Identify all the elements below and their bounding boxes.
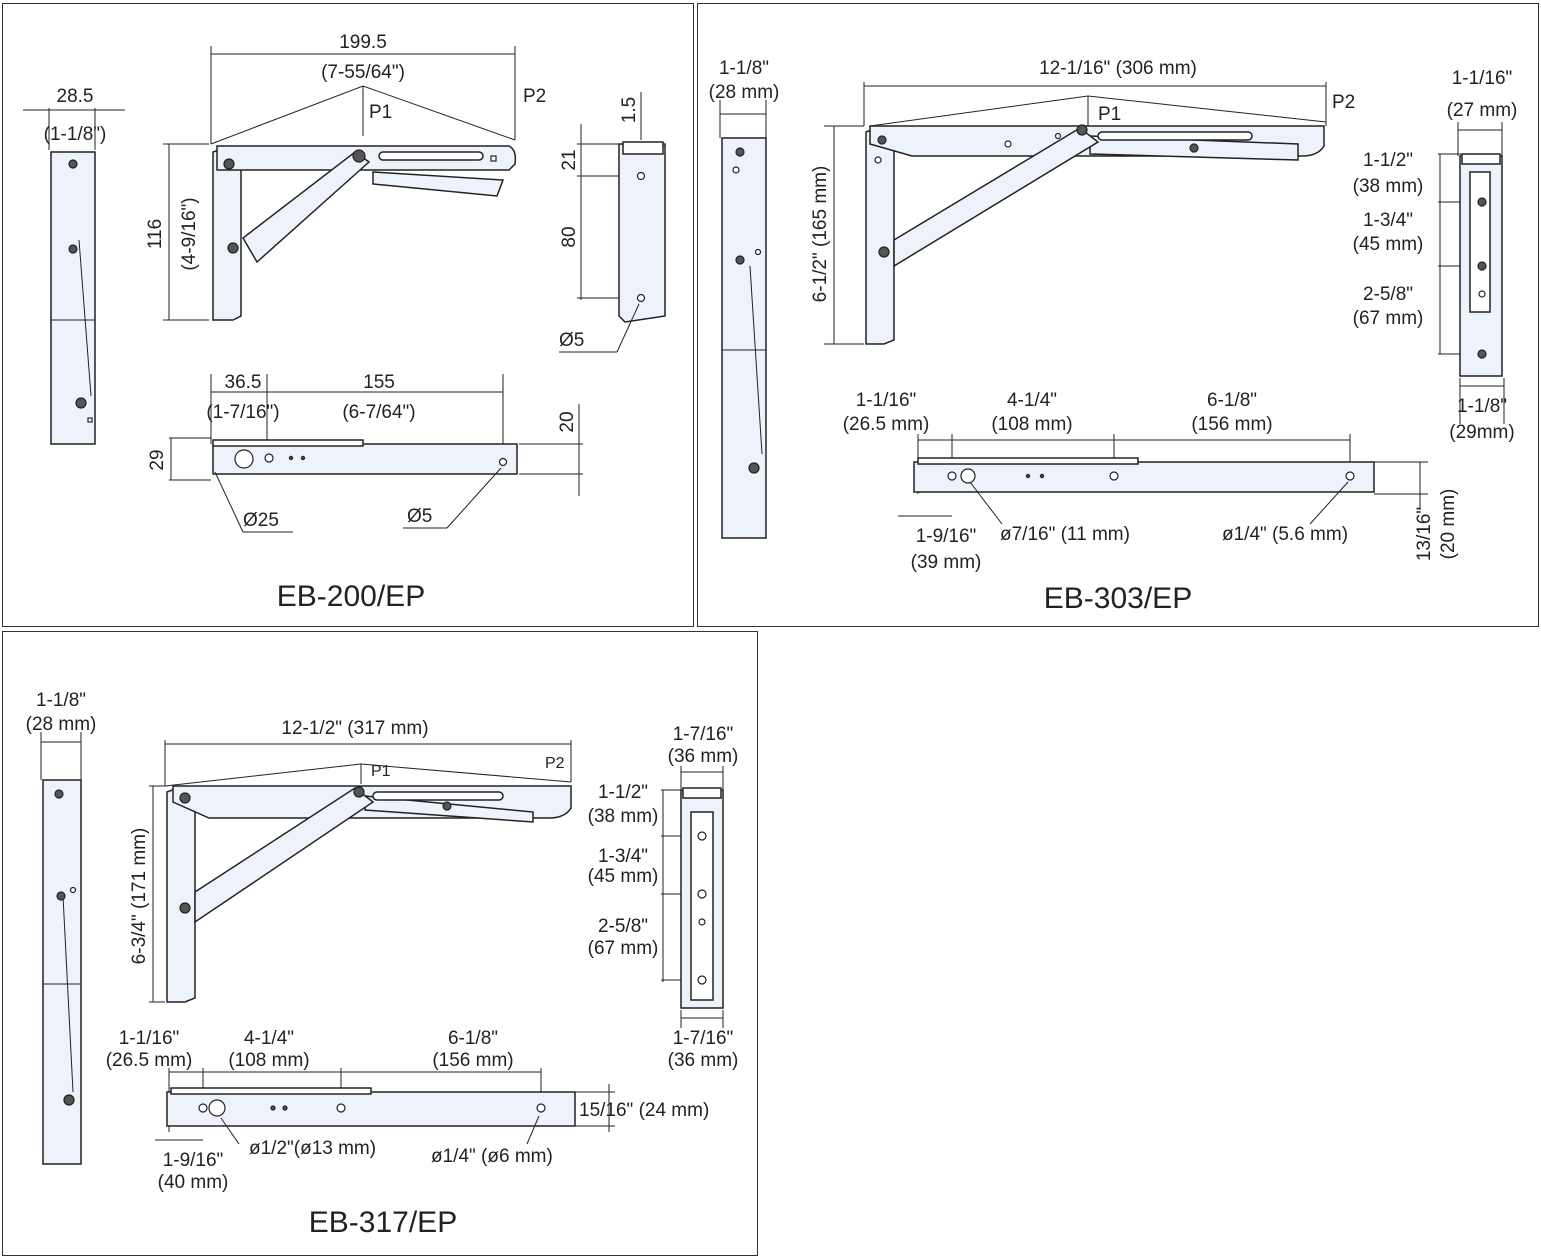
eb303-end-width-mm: (27 mm) — [1447, 100, 1518, 121]
eb303-hole-small: ø1/4" (5.6 mm) — [1222, 524, 1348, 545]
eb317-b2-mm: (108 mm) — [228, 1050, 309, 1071]
eb200-bottom-view: 36.5 (1-7/16") 155 (6-7/64") 29 20 Ø25 Ø… — [147, 372, 583, 533]
eb317-end-b-mm: (45 mm) — [588, 866, 659, 887]
eb317-thick: 15/16" (24 mm) — [579, 1100, 709, 1121]
eb317-hole-big: ø1/2"(ø13 mm) — [249, 1138, 376, 1159]
eb200-hole-5: Ø5 — [407, 506, 432, 527]
eb317-b4: 1-9/16" — [163, 1150, 224, 1171]
eb200-end-view: 1.5 21 80 Ø5 — [559, 92, 666, 353]
eb303-bottom-view: 1-1/16" (26.5 mm) 4-1/4" (108 mm) 6-1/8"… — [843, 390, 1459, 573]
eb317-end-a-mm: (38 mm) — [588, 806, 659, 827]
eb303-hole-big: ø7/16" (11 mm) — [1000, 524, 1130, 545]
eb303-b4: 1-9/16" — [916, 526, 977, 547]
eb200-end-top: 1.5 — [619, 97, 640, 123]
eb317-end-bottom-mm: (36 mm) — [668, 1050, 739, 1071]
eb200-height: 116 — [145, 219, 166, 249]
eb200-side-width: 28.5 — [57, 86, 94, 107]
eb303-end-c: 2-5/8" — [1363, 284, 1413, 305]
eb303-b4-mm: (39 mm) — [911, 552, 982, 573]
eb303-front-view: 12-1/16" (306 mm) P1 P2 6-1/2" (165 mm) — [810, 58, 1355, 345]
eb200-b155-in: (6-7/64") — [342, 402, 415, 423]
eb303-end-view: 1-1/16" (27 mm) 1-1/2" (38 mm) 1-3/4" (4… — [1353, 68, 1518, 443]
eb303-p2: P2 — [1332, 92, 1355, 113]
eb317-p1: P1 — [371, 763, 391, 780]
eb303-end-a-mm: (38 mm) — [1353, 176, 1424, 197]
eb303-b2: 4-1/4" — [1007, 390, 1057, 411]
eb200-side-width-in: (1-1/8") — [44, 124, 107, 145]
eb200-length-in: (7-55/64") — [321, 62, 405, 83]
eb200-end-hole: Ø5 — [559, 330, 584, 351]
eb317-b1: 1-1/16" — [119, 1028, 180, 1049]
eb317-b3: 6-1/8" — [448, 1028, 498, 1049]
eb303-end-bottom: 1-1/8" — [1457, 396, 1507, 417]
eb303-end-width: 1-1/16" — [1452, 68, 1513, 89]
eb200-p2: P2 — [523, 86, 546, 107]
eb200-b365-in: (1-7/16") — [206, 402, 279, 423]
eb303-end-c-mm: (67 mm) — [1353, 308, 1424, 329]
eb317-drawing: 1-1/8" (28 mm) 12-1/2" (317 mm) P1 P2 6-… — [26, 690, 739, 1239]
panel-eb200: 28.5 (1-1/8") 199.5 (7-55/64") P1 P2 116… — [2, 3, 694, 627]
eb303-end-bottom-mm: (29mm) — [1449, 422, 1514, 443]
eb303-b3-mm: (156 mm) — [1191, 414, 1272, 435]
eb303-thick-mm: (20 mm) — [1438, 489, 1459, 560]
eb317-side-width: 1-1/8" — [36, 690, 86, 711]
panel-eb303: 1-1/8" (28 mm) 12-1/16" (306 mm) P1 P2 6… — [697, 3, 1539, 627]
eb200-b20: 20 — [557, 411, 578, 432]
eb317-length: 12-1/2" (317 mm) — [281, 718, 428, 739]
eb303-drawing: 1-1/8" (28 mm) 12-1/16" (306 mm) P1 P2 6… — [709, 58, 1518, 615]
eb303-end-a: 1-1/2" — [1363, 150, 1413, 171]
eb317-p2: P2 — [545, 755, 565, 772]
eb303-side-view: 1-1/8" (28 mm) — [709, 58, 780, 539]
eb317-b2: 4-1/4" — [244, 1028, 294, 1049]
eb303-p1: P1 — [1098, 104, 1121, 125]
eb317-end-c-mm: (67 mm) — [588, 938, 659, 959]
eb303-side-width-mm: (28 mm) — [709, 82, 780, 103]
eb200-drawing: 28.5 (1-1/8") 199.5 (7-55/64") P1 P2 116… — [23, 32, 666, 613]
eb200-b29: 29 — [147, 449, 168, 470]
eb303-end-b-mm: (45 mm) — [1353, 234, 1424, 255]
eb317-hole-small: ø1/4" (ø6 mm) — [431, 1146, 553, 1167]
eb317-side-view: 1-1/8" (28 mm) — [26, 690, 97, 1165]
eb200-b155: 155 — [363, 372, 395, 393]
eb200-end-80: 80 — [559, 226, 580, 247]
eb303-thick: 13/16" — [1414, 507, 1435, 561]
eb317-end-width: 1-7/16" — [673, 724, 734, 745]
eb317-end-a: 1-1/2" — [598, 782, 648, 803]
eb200-front-view: 199.5 (7-55/64") P1 P2 116 (4-9/16") — [145, 32, 546, 321]
eb317-end-b: 1-3/4" — [598, 846, 648, 867]
eb317-b3-mm: (156 mm) — [432, 1050, 513, 1071]
eb303-height: 6-1/2" (165 mm) — [810, 166, 831, 303]
eb200-height-in: (4-9/16") — [179, 197, 200, 270]
eb317-b1-mm: (26.5 mm) — [106, 1050, 193, 1071]
eb303-b1-mm: (26.5 mm) — [843, 414, 930, 435]
eb317-front-view: 12-1/2" (317 mm) P1 P2 6-3/4" (171 mm) — [129, 718, 572, 1003]
eb200-title: EB-200/EP — [277, 580, 425, 613]
eb317-end-c: 2-5/8" — [598, 916, 648, 937]
eb317-end-view: 1-7/16" (36 mm) 1-1/2" (38 mm) 1-3/4" (4… — [588, 724, 739, 1071]
eb303-length: 12-1/16" (306 mm) — [1039, 58, 1197, 79]
eb317-title: EB-317/EP — [309, 1206, 457, 1239]
eb303-b1: 1-1/16" — [856, 390, 917, 411]
eb317-b4-mm: (40 mm) — [158, 1172, 229, 1193]
eb303-b2-mm: (108 mm) — [991, 414, 1072, 435]
eb317-end-width-mm: (36 mm) — [668, 746, 739, 767]
eb317-end-bottom: 1-7/16" — [673, 1028, 734, 1049]
eb317-height: 6-3/4" (171 mm) — [129, 828, 150, 965]
eb200-side-view: 28.5 (1-1/8") — [23, 86, 125, 445]
eb303-end-b: 1-3/4" — [1363, 210, 1413, 231]
eb303-title: EB-303/EP — [1044, 582, 1192, 615]
eb200-hole-25: Ø25 — [243, 510, 279, 531]
panel-eb317: 1-1/8" (28 mm) 12-1/2" (317 mm) P1 P2 6-… — [2, 631, 758, 1256]
eb317-side-width-mm: (28 mm) — [26, 714, 97, 735]
eb200-length: 199.5 — [339, 32, 387, 53]
eb303-b3: 6-1/8" — [1207, 390, 1257, 411]
eb200-end-21: 21 — [559, 149, 580, 170]
eb303-side-width: 1-1/8" — [719, 58, 769, 79]
eb317-bottom-view: 1-1/16" (26.5 mm) 4-1/4" (108 mm) 6-1/8"… — [106, 1028, 710, 1193]
eb200-b365: 36.5 — [225, 372, 262, 393]
eb200-p1: P1 — [369, 102, 392, 123]
